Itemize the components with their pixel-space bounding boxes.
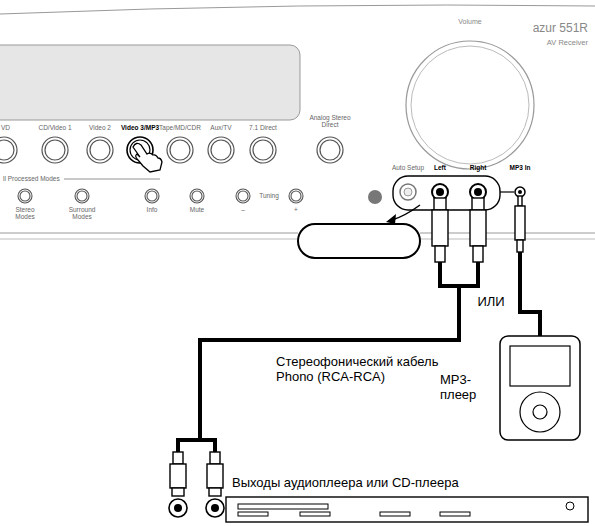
button-label: Stereo Modes (10, 206, 40, 221)
remove-arrow-head (386, 214, 396, 224)
button-label: – (241, 206, 245, 213)
jack-label: Left (434, 164, 446, 171)
receiver-bottom-edge (0, 233, 595, 234)
mp3-player (500, 336, 580, 440)
receiver-top-edge (0, 5, 595, 14)
jack-separator (500, 191, 514, 192)
button-label: Tuning (259, 192, 279, 199)
button-label: Analog Stereo Direct (307, 114, 353, 129)
rca-cable (178, 262, 478, 452)
small-buttons (18, 189, 303, 203)
button-label: Tape/MD/CDR (159, 124, 201, 131)
button-label: Info (147, 206, 158, 213)
cable-label: Стереофонический кабель Phono (RCA-RCA) (276, 355, 456, 385)
jack-label: Right (470, 164, 487, 171)
button-label: Video 3/MP3 (121, 124, 159, 131)
group-label: ll Processed Modes (3, 175, 60, 182)
rca-plugs (170, 198, 486, 496)
group-line (64, 179, 160, 180)
mini-jack-plug (515, 196, 525, 252)
jack-panel (393, 176, 500, 210)
jack-label: Auto Setup (392, 164, 424, 171)
display-window (0, 45, 300, 120)
ir-sensor (368, 190, 382, 204)
device-label: MP3- плеер (440, 373, 492, 403)
button-label: Aux/TV (210, 124, 231, 131)
input-jacks (400, 184, 525, 200)
knob-label: Volume (458, 18, 481, 26)
cover-flap (298, 224, 420, 258)
jack-label: MP3 In (510, 164, 531, 171)
source-buttons (0, 137, 343, 163)
or-label: ИЛИ (477, 295, 504, 310)
button-label: Mute (190, 206, 204, 213)
device-label: Выходы аудиоплеера или CD-плеера (232, 476, 459, 491)
volume-knob (411, 46, 529, 164)
mp3-cable (520, 252, 540, 336)
model-subtitle: AV Receiver (547, 39, 588, 48)
cd-player (169, 497, 588, 522)
button-label: CD/Video 1 (38, 124, 71, 131)
button-label: + (294, 206, 298, 213)
hand-icon (133, 143, 162, 172)
remove-arrow (392, 205, 420, 220)
button-label: Surround Modes (64, 206, 100, 221)
button-label: VD (1, 124, 10, 131)
volume-knob (406, 41, 534, 169)
model-name: azur 551R (533, 22, 588, 36)
button-label: Video 2 (89, 124, 111, 131)
button-label: 7.1 Direct (249, 124, 277, 131)
